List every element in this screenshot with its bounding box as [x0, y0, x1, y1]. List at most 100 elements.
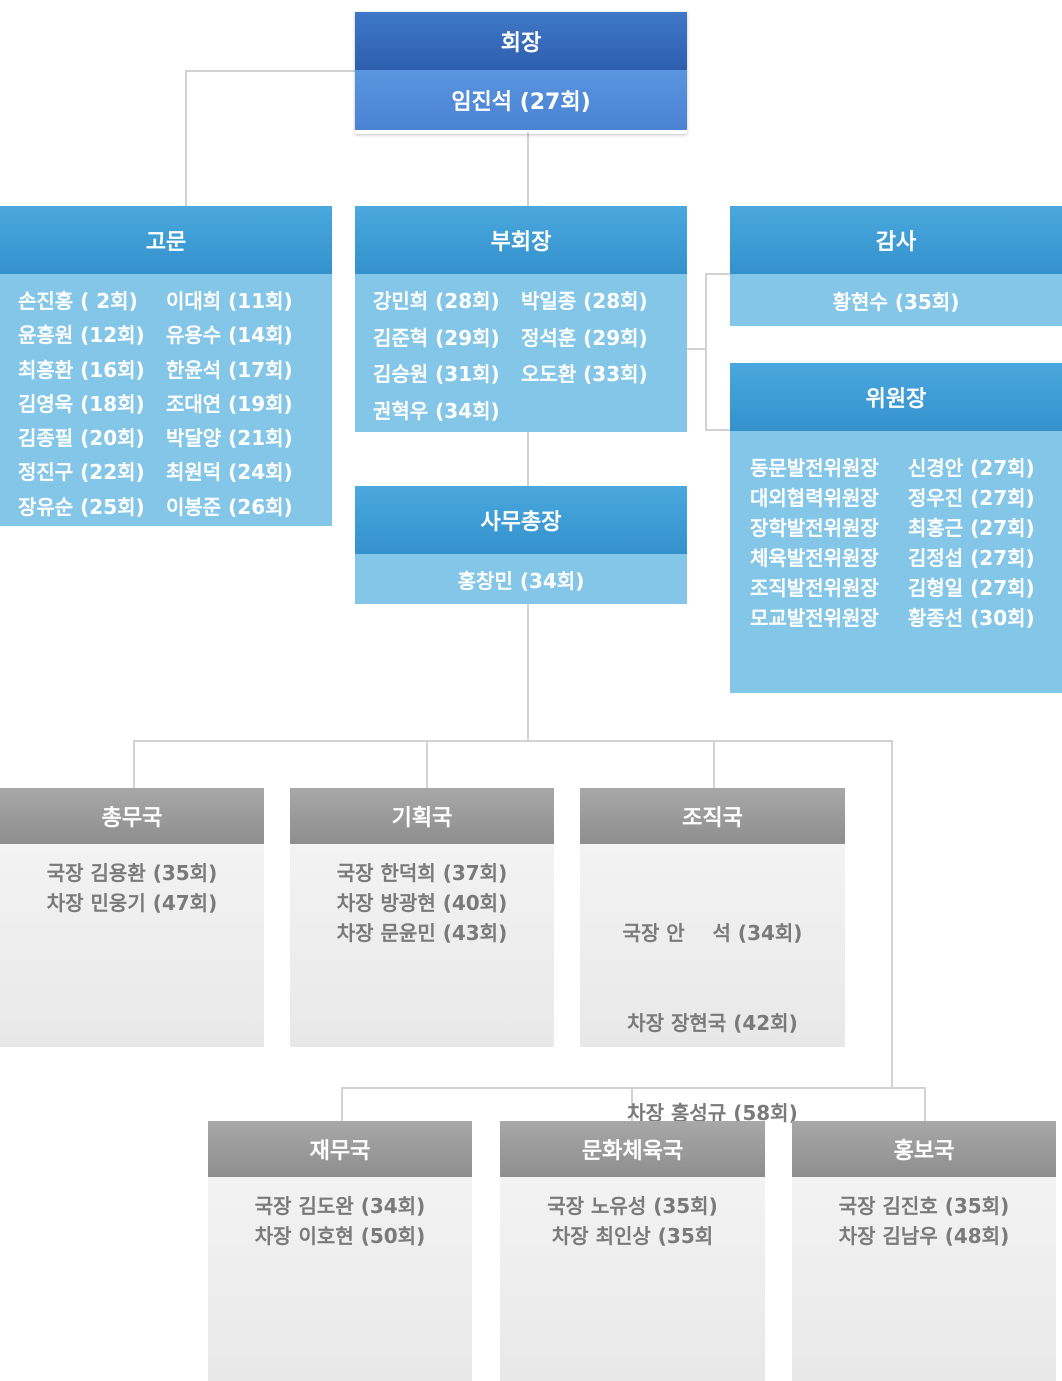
department-box: 홍보국 국장 김진호 (35회) 차장 김남우 (48회): [792, 1121, 1056, 1381]
president-title: 회장: [355, 12, 687, 70]
connector-line: [341, 1087, 343, 1121]
department-box: 문화체육국 국장 노유성 (35회) 차장 최인상 (35회: [500, 1121, 765, 1381]
connector-line: [631, 1087, 633, 1121]
auditor-box: 감사 황현수 (35회): [730, 206, 1062, 326]
committee-role: 동문발전위원장: [750, 456, 879, 480]
advisor-member: 최흥환 (16회): [18, 357, 145, 382]
department-staff-line: 차장 김남우 (48회): [838, 1224, 1010, 1248]
committee-row: 조직발전위원장 김형일 (27회): [750, 573, 1044, 603]
committee-chairs-title: 위원장: [730, 363, 1062, 431]
connector-line: [891, 740, 893, 1088]
advisors-list: 손진홍 ( 2회) 이대희 (11회) 윤흥원 (12회) 유용수 (14회) …: [0, 274, 332, 526]
connector-line: [527, 132, 529, 208]
advisor-member: 조대연 (19회): [166, 391, 293, 416]
secretary-general-title: 사무총장: [355, 486, 687, 554]
advisor-member: 손진홍 ( 2회): [18, 289, 138, 313]
department-box: 기획국 국장 한덕희 (37회) 차장 방광현 (40회) 차장 문윤민 (43…: [290, 788, 554, 1047]
connector-line: [705, 429, 732, 431]
advisor-member: 박달양 (21회): [166, 426, 293, 451]
connector-line: [185, 70, 357, 72]
vice-presidents-title: 부회장: [355, 206, 687, 274]
auditor-name: 황현수 (35회): [730, 274, 1062, 326]
advisor-member: 한윤석 (17회): [166, 357, 293, 382]
connector-line: [527, 603, 529, 741]
secretary-general-box: 사무총장 홍창민 (34회): [355, 486, 687, 604]
department-title: 문화체육국: [500, 1121, 765, 1177]
advisor-member: 정진구 (22회): [18, 460, 145, 485]
department-staff: 국장 노유성 (35회) 차장 최인상 (35회: [500, 1177, 765, 1381]
department-staff: 국장 한덕희 (37회) 차장 방광현 (40회) 차장 문윤민 (43회): [290, 844, 554, 1047]
committee-role: 조직발전위원장: [750, 576, 879, 600]
department-title: 조직국: [580, 788, 845, 844]
committee-row: 장학발전위원장 최홍근 (27회): [750, 513, 1044, 543]
committee-row: 모교발전위원장 황종선 (30회): [750, 603, 1044, 633]
department-staff-line: 국장 김진호 (35회): [838, 1194, 1010, 1218]
committee-member-name: 황종선 (30회): [908, 606, 1035, 630]
department-staff-line: 국장 김용환 (35회): [46, 861, 218, 885]
department-staff-line: 차장 문윤민 (43회): [336, 921, 508, 945]
connector-line: [185, 70, 187, 208]
connector-line: [133, 740, 135, 788]
department-staff: 국장 김진호 (35회) 차장 김남우 (48회): [792, 1177, 1056, 1381]
committee-member-name: 정우진 (27회): [908, 486, 1035, 510]
department-staff-line: 국장 안 석 (34회): [622, 921, 803, 945]
vice-president-member: 김승원 (31회): [373, 362, 500, 386]
department-staff-line: 국장 김도완 (34회): [254, 1194, 426, 1218]
committee-role: 체육발전위원장: [750, 546, 879, 570]
vice-president-member: 정석훈 (29회): [521, 325, 648, 350]
committee-member-name: 김형일 (27회): [908, 576, 1035, 600]
connector-line: [133, 740, 893, 742]
department-box: 조직국 국장 안 석 (34회) 차장 장현국 (42회) 차장 홍성규 (58…: [580, 788, 845, 1125]
department-title: 재무국: [208, 1121, 472, 1177]
connector-line: [713, 740, 715, 788]
committee-role: 장학발전위원장: [750, 516, 879, 540]
connector-line: [426, 740, 428, 788]
advisor-member: 장유순 (25회): [18, 494, 145, 519]
advisor-member: 김영욱 (18회): [18, 391, 145, 416]
vice-president-member: 권혁우 (34회): [373, 398, 500, 423]
department-box: 총무국 국장 김용환 (35회) 차장 민웅기 (47회): [0, 788, 264, 1047]
department-staff-line: 차장 이호현 (50회): [254, 1224, 426, 1248]
auditor-title: 감사: [730, 206, 1062, 274]
committee-member-name: 최홍근 (27회): [908, 516, 1035, 540]
committee-role: 대외협력위원장: [750, 486, 879, 510]
connector-line: [705, 273, 732, 275]
advisors-box: 고문 손진홍 ( 2회) 이대희 (11회) 윤흥원 (12회) 유용수 (14…: [0, 206, 332, 526]
advisor-member: 김종필 (20회): [18, 426, 145, 451]
connector-line: [341, 1087, 926, 1089]
department-staff: 국장 김용환 (35회) 차장 민웅기 (47회): [0, 844, 264, 1047]
connector-line: [686, 348, 706, 350]
vice-president-member: 오도환 (33회): [521, 362, 648, 386]
vice-president-member: 박일종 (28회): [521, 289, 648, 313]
vice-president-member: 김준혁 (29회): [373, 325, 500, 350]
vice-president-member: 강민희 (28회): [373, 289, 500, 313]
department-staff: 국장 김도완 (34회) 차장 이호현 (50회): [208, 1177, 472, 1381]
connector-line: [705, 273, 707, 431]
department-staff-line: 차장 방광현 (40회): [336, 891, 508, 915]
advisors-title: 고문: [0, 206, 332, 274]
president-name: 임진석 (27회): [355, 70, 687, 130]
committee-row: 대외협력위원장 정우진 (27회): [750, 483, 1044, 513]
department-box: 재무국 국장 김도완 (34회) 차장 이호현 (50회): [208, 1121, 472, 1381]
advisor-member: 유용수 (14회): [166, 323, 293, 348]
department-staff-line: 차장 장현국 (42회): [627, 1011, 798, 1035]
department-staff-line: 차장 민웅기 (47회): [46, 891, 218, 915]
vice-presidents-list: 강민희 (28회) 박일종 (28회) 김준혁 (29회) 정석훈 (29회) …: [355, 274, 687, 432]
department-title: 홍보국: [792, 1121, 1056, 1177]
advisor-member: 윤흥원 (12회): [18, 323, 145, 348]
department-staff: 국장 안 석 (34회) 차장 장현국 (42회) 차장 홍성규 (58회): [580, 844, 845, 1125]
connector-line: [527, 418, 529, 488]
committee-role: 모교발전위원장: [750, 606, 879, 630]
advisor-member: 최원덕 (24회): [166, 460, 293, 485]
connector-line: [924, 1087, 926, 1121]
department-staff-line: 차장 홍성규 (58회): [627, 1101, 798, 1125]
president-box: 회장 임진석 (27회): [355, 12, 687, 134]
department-title: 기획국: [290, 788, 554, 844]
department-staff-line: 국장 한덕희 (37회): [336, 861, 508, 885]
vice-presidents-box: 부회장 강민희 (28회) 박일종 (28회) 김준혁 (29회) 정석훈 (2…: [355, 206, 687, 432]
secretary-general-name: 홍창민 (34회): [355, 554, 687, 604]
